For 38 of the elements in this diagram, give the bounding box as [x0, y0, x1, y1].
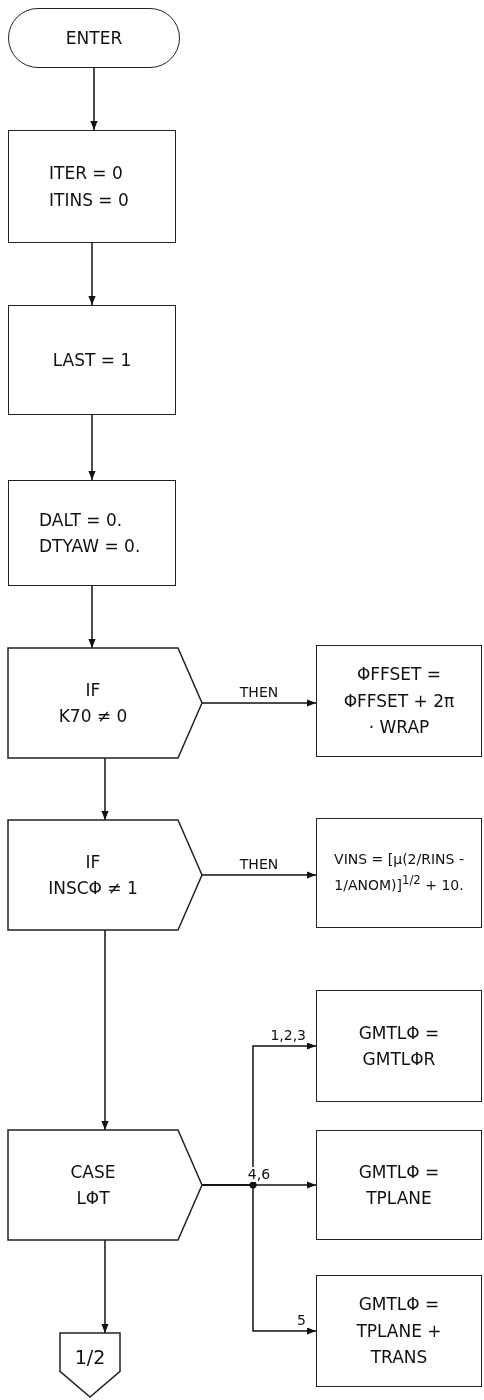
node-text: LAST = 1 — [52, 348, 132, 372]
arrow — [201, 1184, 317, 1335]
node-text: ΦFFSET = ΦFFSET + 2π · WRAP — [343, 663, 455, 740]
node-text: 1/2 — [74, 1345, 106, 1371]
arrow — [201, 699, 317, 707]
arrow — [88, 414, 96, 481]
process-box — [316, 645, 482, 757]
node-text: DALT = 0. — [39, 508, 123, 532]
node-text: VINS = [μ(2/RINS - 1/ANOM)]$^{1/2}$ + 10. — [333, 850, 465, 895]
node-text: GMTLΦ = TPLANE — [357, 1160, 441, 1210]
process-box — [8, 130, 176, 243]
arrow — [101, 1239, 109, 1334]
node-text: DTYAW = 0. — [39, 535, 141, 558]
node-text: LΦT — [76, 1187, 110, 1210]
arrow — [90, 67, 98, 131]
process-box — [316, 1275, 482, 1387]
node-text: ITER = 0 — [49, 162, 123, 186]
node-text: IF — [85, 850, 101, 874]
node-text: INSCΦ ≠ 1 — [48, 877, 138, 900]
process-box — [316, 990, 482, 1102]
node-text: GMTLΦ = GMTLΦR — [357, 1021, 441, 1071]
process-box — [8, 480, 176, 586]
node-text: CASE — [70, 1160, 116, 1184]
edge-label: 5 — [295, 1312, 308, 1328]
arrow — [88, 242, 96, 306]
process-box — [316, 818, 482, 928]
node-text: ENTER — [65, 26, 123, 50]
node-text: ITINS = 0 — [49, 188, 129, 212]
arrow — [88, 585, 96, 649]
arrow — [201, 871, 317, 879]
node-text: K70 ≠ 0 — [58, 705, 128, 728]
arrow — [101, 757, 109, 821]
node-text: IF — [85, 678, 101, 702]
process-box — [316, 1130, 482, 1240]
arrow — [101, 929, 109, 1131]
edge-label: 4,6 — [245, 1166, 273, 1182]
process-box — [8, 305, 176, 415]
node-text: GMTLΦ = TPLANE + TRANS — [355, 1293, 443, 1370]
